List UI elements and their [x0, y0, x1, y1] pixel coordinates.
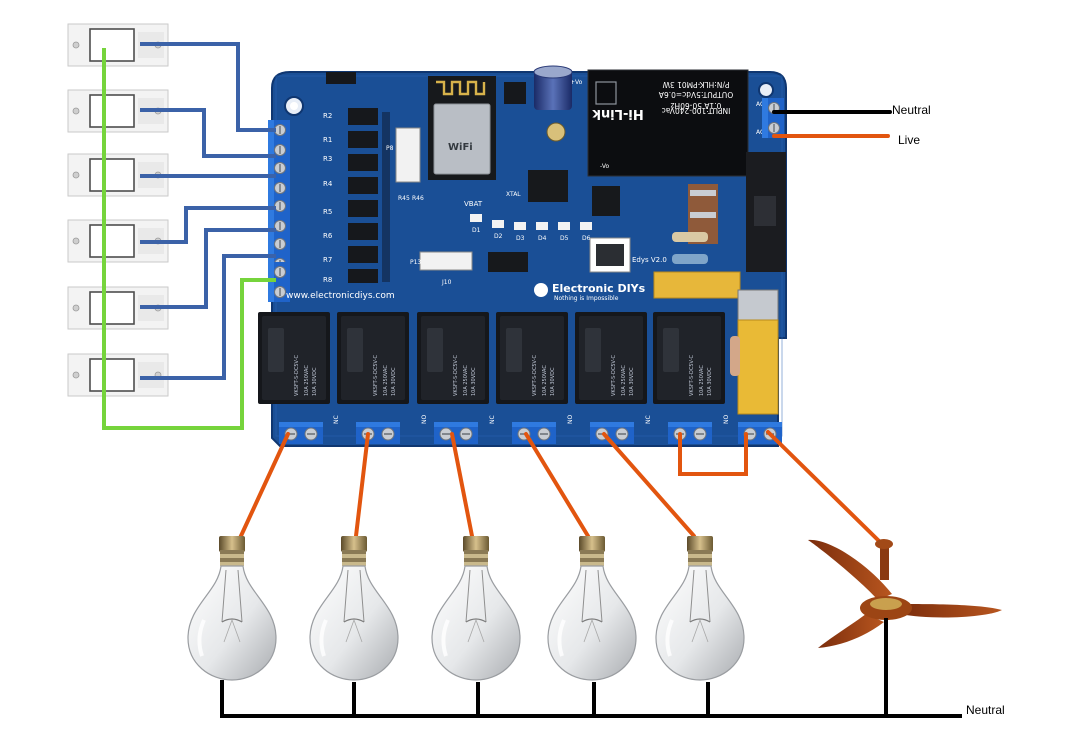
- psu-output-text: OUTPUT:5Vdc=0.6A: [658, 90, 733, 99]
- label-no-2: NO: [567, 415, 574, 424]
- label-vo-plus: +Vo: [570, 79, 583, 86]
- label-d6: D6: [582, 235, 591, 242]
- bulbs: [186, 534, 746, 682]
- optocoupler-column: [348, 108, 390, 283]
- board-brand: Electronic DIYs: [552, 282, 646, 295]
- label-j10: J10: [441, 279, 452, 286]
- label-no-1: NO: [421, 415, 428, 424]
- status-leds: D1 D2 D3 D4 D5 D6: [470, 214, 592, 242]
- relay-board: R2 R1 R3 R4 R5 R6 R7 R8 WiFi: [258, 65, 787, 447]
- relay-4: [496, 312, 568, 404]
- fan-wire: [766, 430, 882, 544]
- label-xtal: XTAL: [506, 191, 521, 198]
- mains-wires: [238, 110, 892, 544]
- label-r5: R5: [323, 208, 332, 216]
- common-wire: [102, 48, 276, 430]
- psu-input2-text: 0.1A 50-60Hz: [671, 101, 722, 110]
- label-r4: R4: [323, 180, 333, 188]
- label-r3: R3: [323, 155, 332, 163]
- label-vbat: VBAT: [464, 200, 483, 208]
- relay-5: [575, 312, 647, 404]
- bulb-wire-5: [602, 432, 696, 538]
- psu-input-text: INPUT:100-240Vac: [662, 106, 731, 115]
- label-p13: P13: [410, 259, 421, 266]
- label-neutral-top: Neutral: [892, 103, 931, 117]
- relay-2: [337, 312, 409, 404]
- wifi-module: WiFi: [428, 76, 496, 180]
- wall-switch-6[interactable]: [67, 353, 169, 397]
- ceiling-fan-icon: [808, 539, 1002, 648]
- bulb-wire-3: [450, 432, 474, 538]
- bulb-3: [430, 534, 522, 682]
- label-p8: P8: [386, 145, 394, 152]
- bulb-1: [186, 534, 278, 682]
- bulb-5: [654, 534, 746, 682]
- switch-wires: [140, 42, 276, 380]
- electrolytic-capacitor: [533, 65, 573, 110]
- relay-1: [258, 312, 330, 404]
- bulb-wire-1: [238, 432, 290, 540]
- bulb-2: [308, 534, 400, 682]
- board-tagline: Nothing is Impossible: [554, 295, 619, 302]
- label-r7: R7: [323, 256, 332, 264]
- wifi-label: WiFi: [448, 142, 473, 153]
- label-r46: R46: [412, 195, 424, 202]
- label-nc-2: NC: [489, 415, 496, 424]
- output-terminals: NC NO NC NO NC NO: [278, 415, 783, 445]
- label-neutral-bottom: Neutral: [966, 703, 1005, 717]
- neutral-bus: [220, 618, 962, 718]
- switch-wire-1: [140, 42, 276, 132]
- psu-model-text: P/N:HLK-PM01 3W: [662, 80, 730, 89]
- board-website: www.electronicdiys.com: [286, 291, 395, 301]
- resistor-bank: R2 R1 R3 R4 R5 R6 R7 R8: [323, 112, 333, 284]
- switch-wire-2: [140, 108, 276, 158]
- relay-6: [653, 312, 725, 404]
- label-d5: D5: [560, 235, 569, 242]
- bulb-4: [546, 534, 638, 682]
- label-d4: D4: [538, 235, 547, 242]
- relay-jumper: [678, 432, 748, 476]
- relay-3: [417, 312, 489, 404]
- label-no-3: NO: [723, 415, 730, 424]
- psu-brand-text: Hi-Link: [592, 106, 644, 121]
- switch-wire-4: [140, 206, 276, 244]
- board-version: Edys V2.0: [632, 256, 667, 264]
- label-d3: D3: [516, 235, 525, 242]
- switch-wire-6: [140, 254, 276, 380]
- wall-switches: [67, 23, 169, 397]
- label-r8: R8: [323, 276, 332, 284]
- label-live: Live: [898, 133, 920, 147]
- bulb-wire-4: [524, 432, 590, 538]
- label-ac-2: AC: [756, 129, 764, 136]
- label-nc-1: NC: [333, 415, 340, 424]
- label-r6: R6: [323, 232, 333, 240]
- power-supply-module: Hi-Link INPUT:100-240Vac 0.1A 50-60Hz OU…: [570, 69, 764, 177]
- label-d2: D2: [494, 233, 503, 240]
- label-nc-3: NC: [645, 415, 652, 424]
- label-r1: R1: [323, 136, 332, 144]
- label-ac-1: AC: [756, 101, 764, 108]
- bulb-wire-2: [354, 432, 370, 538]
- label-d1: D1: [472, 227, 481, 234]
- label-r2: R2: [323, 112, 332, 120]
- label-r45: R45: [398, 195, 410, 202]
- label-vo: -Vo: [600, 163, 609, 170]
- switch-wire-5: [140, 228, 276, 309]
